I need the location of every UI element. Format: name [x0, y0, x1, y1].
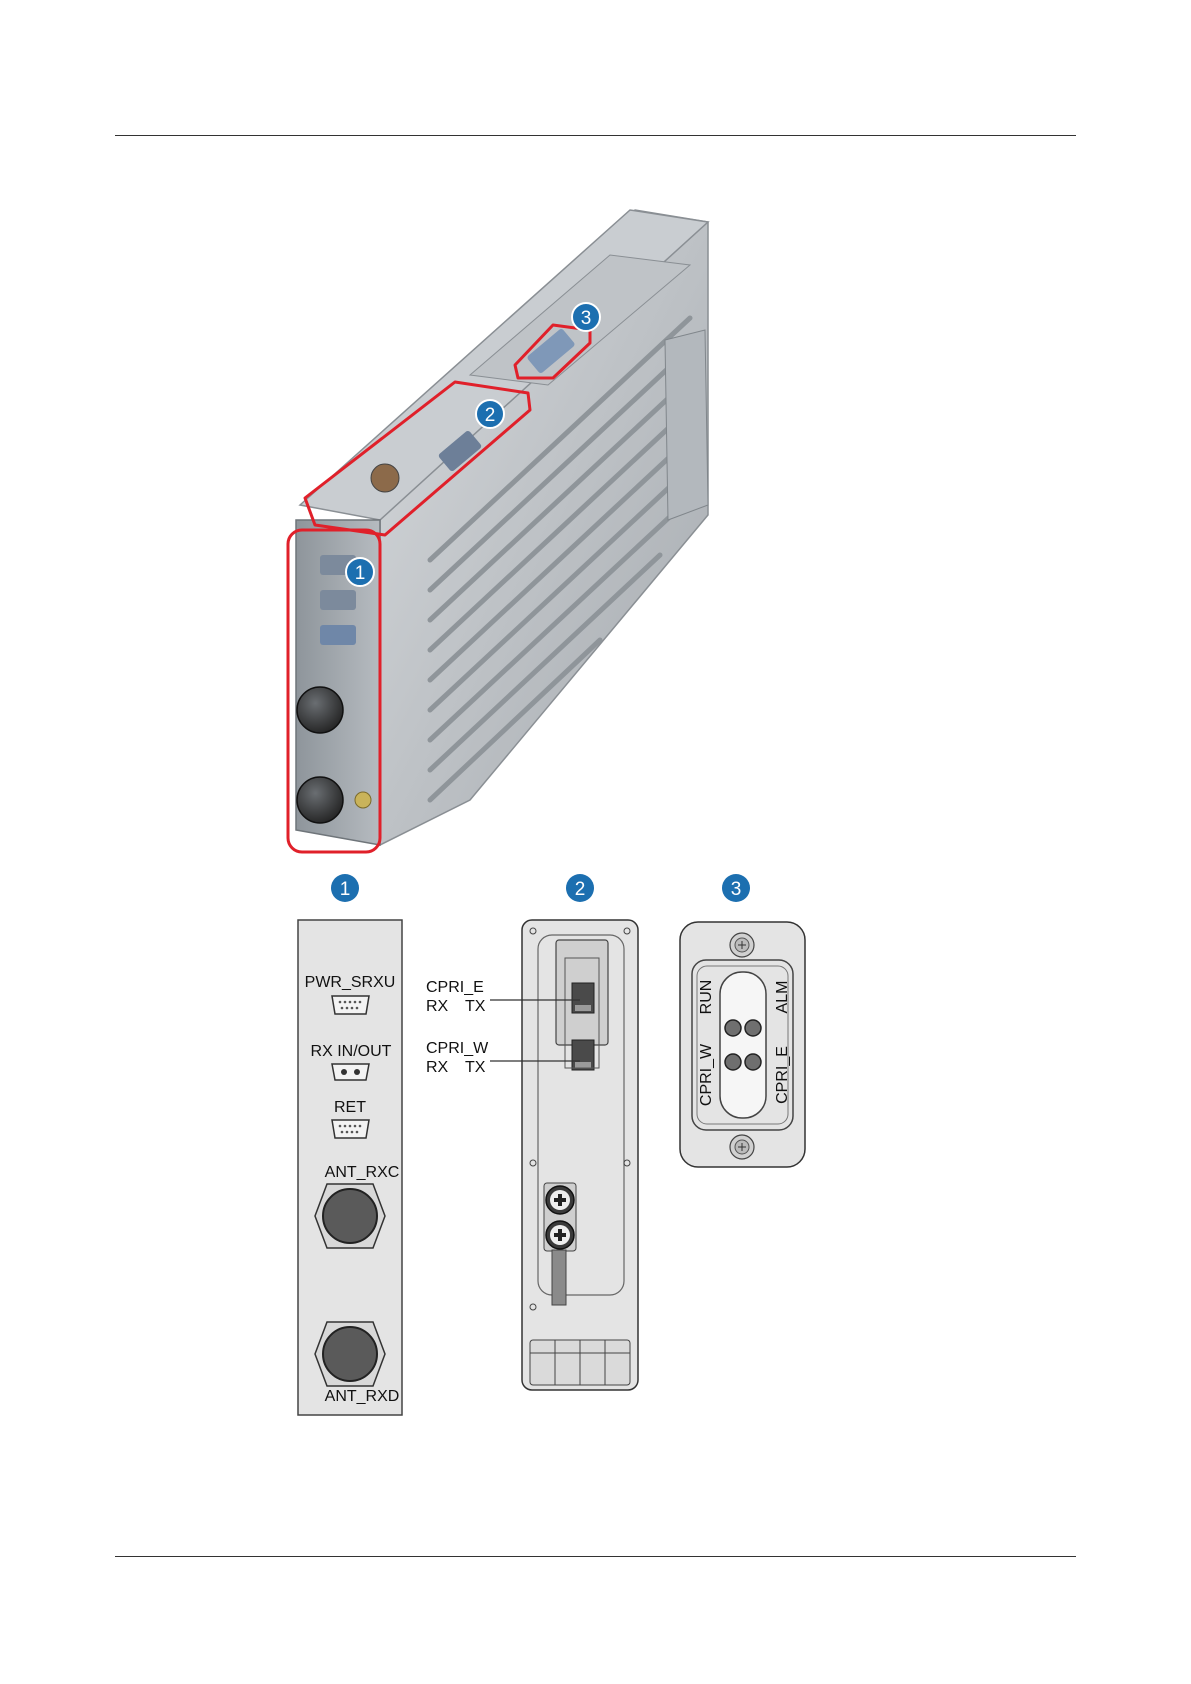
led-cpri-e: [745, 1054, 761, 1070]
panel-3-indicators: RUN ALM CPRI_W CPRI_E: [680, 922, 805, 1167]
callout-3-panel-label: 3: [731, 879, 742, 900]
callout-3-panel: 3: [722, 874, 750, 902]
device-illustration: 1 2 3: [288, 210, 708, 852]
label-cpri-w-tx: TX: [465, 1059, 486, 1076]
callout-3-device: 3: [572, 303, 600, 331]
label-panel3-cpri-e: CPRI_E: [774, 1046, 791, 1104]
ret-port: [332, 1120, 369, 1138]
led-cpri-w: [725, 1054, 741, 1070]
panel-3-screw-bottom: [730, 1135, 754, 1159]
front-connector-rxc: [297, 687, 343, 733]
panel-3-screw-top: [730, 933, 754, 957]
callout-2-device: 2: [476, 400, 504, 428]
callout-1-panel-label: 1: [340, 879, 351, 900]
rx-inout-port: [332, 1064, 369, 1080]
callout-2-device-label: 2: [485, 405, 496, 426]
label-cpri-e: CPRI_E: [426, 979, 484, 996]
label-ant-rxc: ANT_RXC: [325, 1164, 400, 1181]
label-alm: ALM: [774, 981, 791, 1014]
front-ground-screw: [355, 792, 371, 808]
pwr-srxu-port: [332, 996, 369, 1014]
callout-1-device-label: 1: [355, 563, 366, 584]
panel-1-front: PWR_SRXU RX IN/OUT RET ANT_RXC ANT_RXD: [298, 920, 402, 1415]
led-run: [725, 1020, 741, 1036]
mounting-rail: [665, 330, 708, 520]
label-rx-inout: RX IN/OUT: [311, 1043, 392, 1060]
front-connector-rxd: [297, 777, 343, 823]
top-knob: [371, 464, 399, 492]
ant-rxc-connector: [315, 1184, 385, 1248]
label-cpri-w-rx: RX: [426, 1059, 449, 1076]
ground-screw-1: [546, 1186, 574, 1214]
front-port-ret: [320, 625, 356, 645]
indicator-window: [720, 972, 766, 1118]
label-run: RUN: [698, 980, 715, 1015]
label-panel3-cpri-w: CPRI_W: [698, 1043, 715, 1106]
front-port-rx: [320, 590, 356, 610]
callout-1-panel: 1: [331, 874, 359, 902]
label-cpri-e-rx: RX: [426, 998, 449, 1015]
label-cpri-e-tx: TX: [465, 998, 486, 1015]
label-pwr-srxu: PWR_SRXU: [305, 974, 396, 991]
ground-screw-2: [546, 1221, 574, 1249]
panel-2-cpri: CPRI_E RX TX CPRI_W RX TX: [426, 920, 638, 1390]
ant-rxd-connector: [315, 1322, 385, 1386]
label-ant-rxd: ANT_RXD: [325, 1388, 400, 1405]
led-alm: [745, 1020, 761, 1036]
label-ret: RET: [334, 1099, 366, 1116]
callout-1-device: 1: [346, 558, 374, 586]
callout-2-panel-label: 2: [575, 879, 586, 900]
callout-3-device-label: 3: [581, 308, 592, 329]
callout-2-panel: 2: [566, 874, 594, 902]
label-cpri-w: CPRI_W: [426, 1040, 489, 1057]
